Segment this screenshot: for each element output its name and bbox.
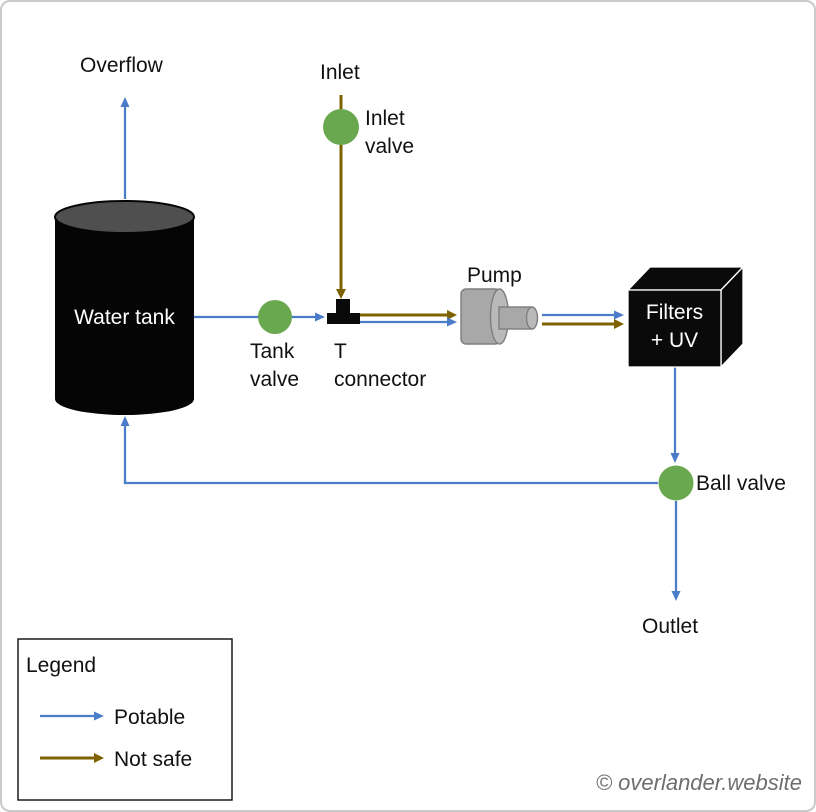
t-connector-label-line1: T — [334, 340, 347, 363]
pump-shape — [460, 288, 539, 345]
return-to-tank-arrow — [120, 416, 658, 485]
tank-body — [55, 217, 194, 399]
inlet-valve-label-line2: valve — [365, 135, 414, 158]
ball-valve-label: Ball valve — [696, 472, 786, 495]
tank-valve-label-line1: Tank — [250, 340, 295, 363]
tank-top-ellipse — [54, 200, 195, 234]
copyright-text: © overlander.website — [596, 770, 802, 795]
legend-box — [17, 638, 233, 801]
legend-not-safe-label: Not safe — [114, 748, 192, 771]
legend-potable-label: Potable — [114, 706, 185, 729]
inlet-valve-shape — [323, 109, 359, 145]
t-connector-label-line2: connector — [334, 368, 426, 391]
pump-label: Pump — [467, 264, 522, 287]
tank-valve-shape — [258, 300, 292, 334]
t-connector-shape — [327, 299, 360, 324]
filters-uv-shape: Filters + UV — [626, 265, 745, 369]
inlet-valve-label-line1: Inlet — [365, 107, 405, 130]
overflow-label: Overflow — [80, 54, 164, 77]
filters-label-line1: Filters — [646, 301, 703, 324]
water-tank-shape: Water tank — [54, 200, 195, 415]
ball-valve-shape — [658, 465, 694, 501]
filters-label-line2: + UV — [651, 329, 698, 352]
water-tank-label: Water tank — [74, 306, 175, 329]
tank-valve-label-line2: valve — [250, 368, 299, 391]
pump-shaft-cap — [525, 306, 539, 330]
inlet-label: Inlet — [320, 61, 360, 84]
outlet-label: Outlet — [642, 615, 698, 638]
legend-title: Legend — [26, 654, 96, 677]
t-connector-bar — [327, 313, 360, 324]
legend: Legend Potable Not safe — [17, 638, 233, 801]
filters-box-front-face — [627, 289, 722, 368]
